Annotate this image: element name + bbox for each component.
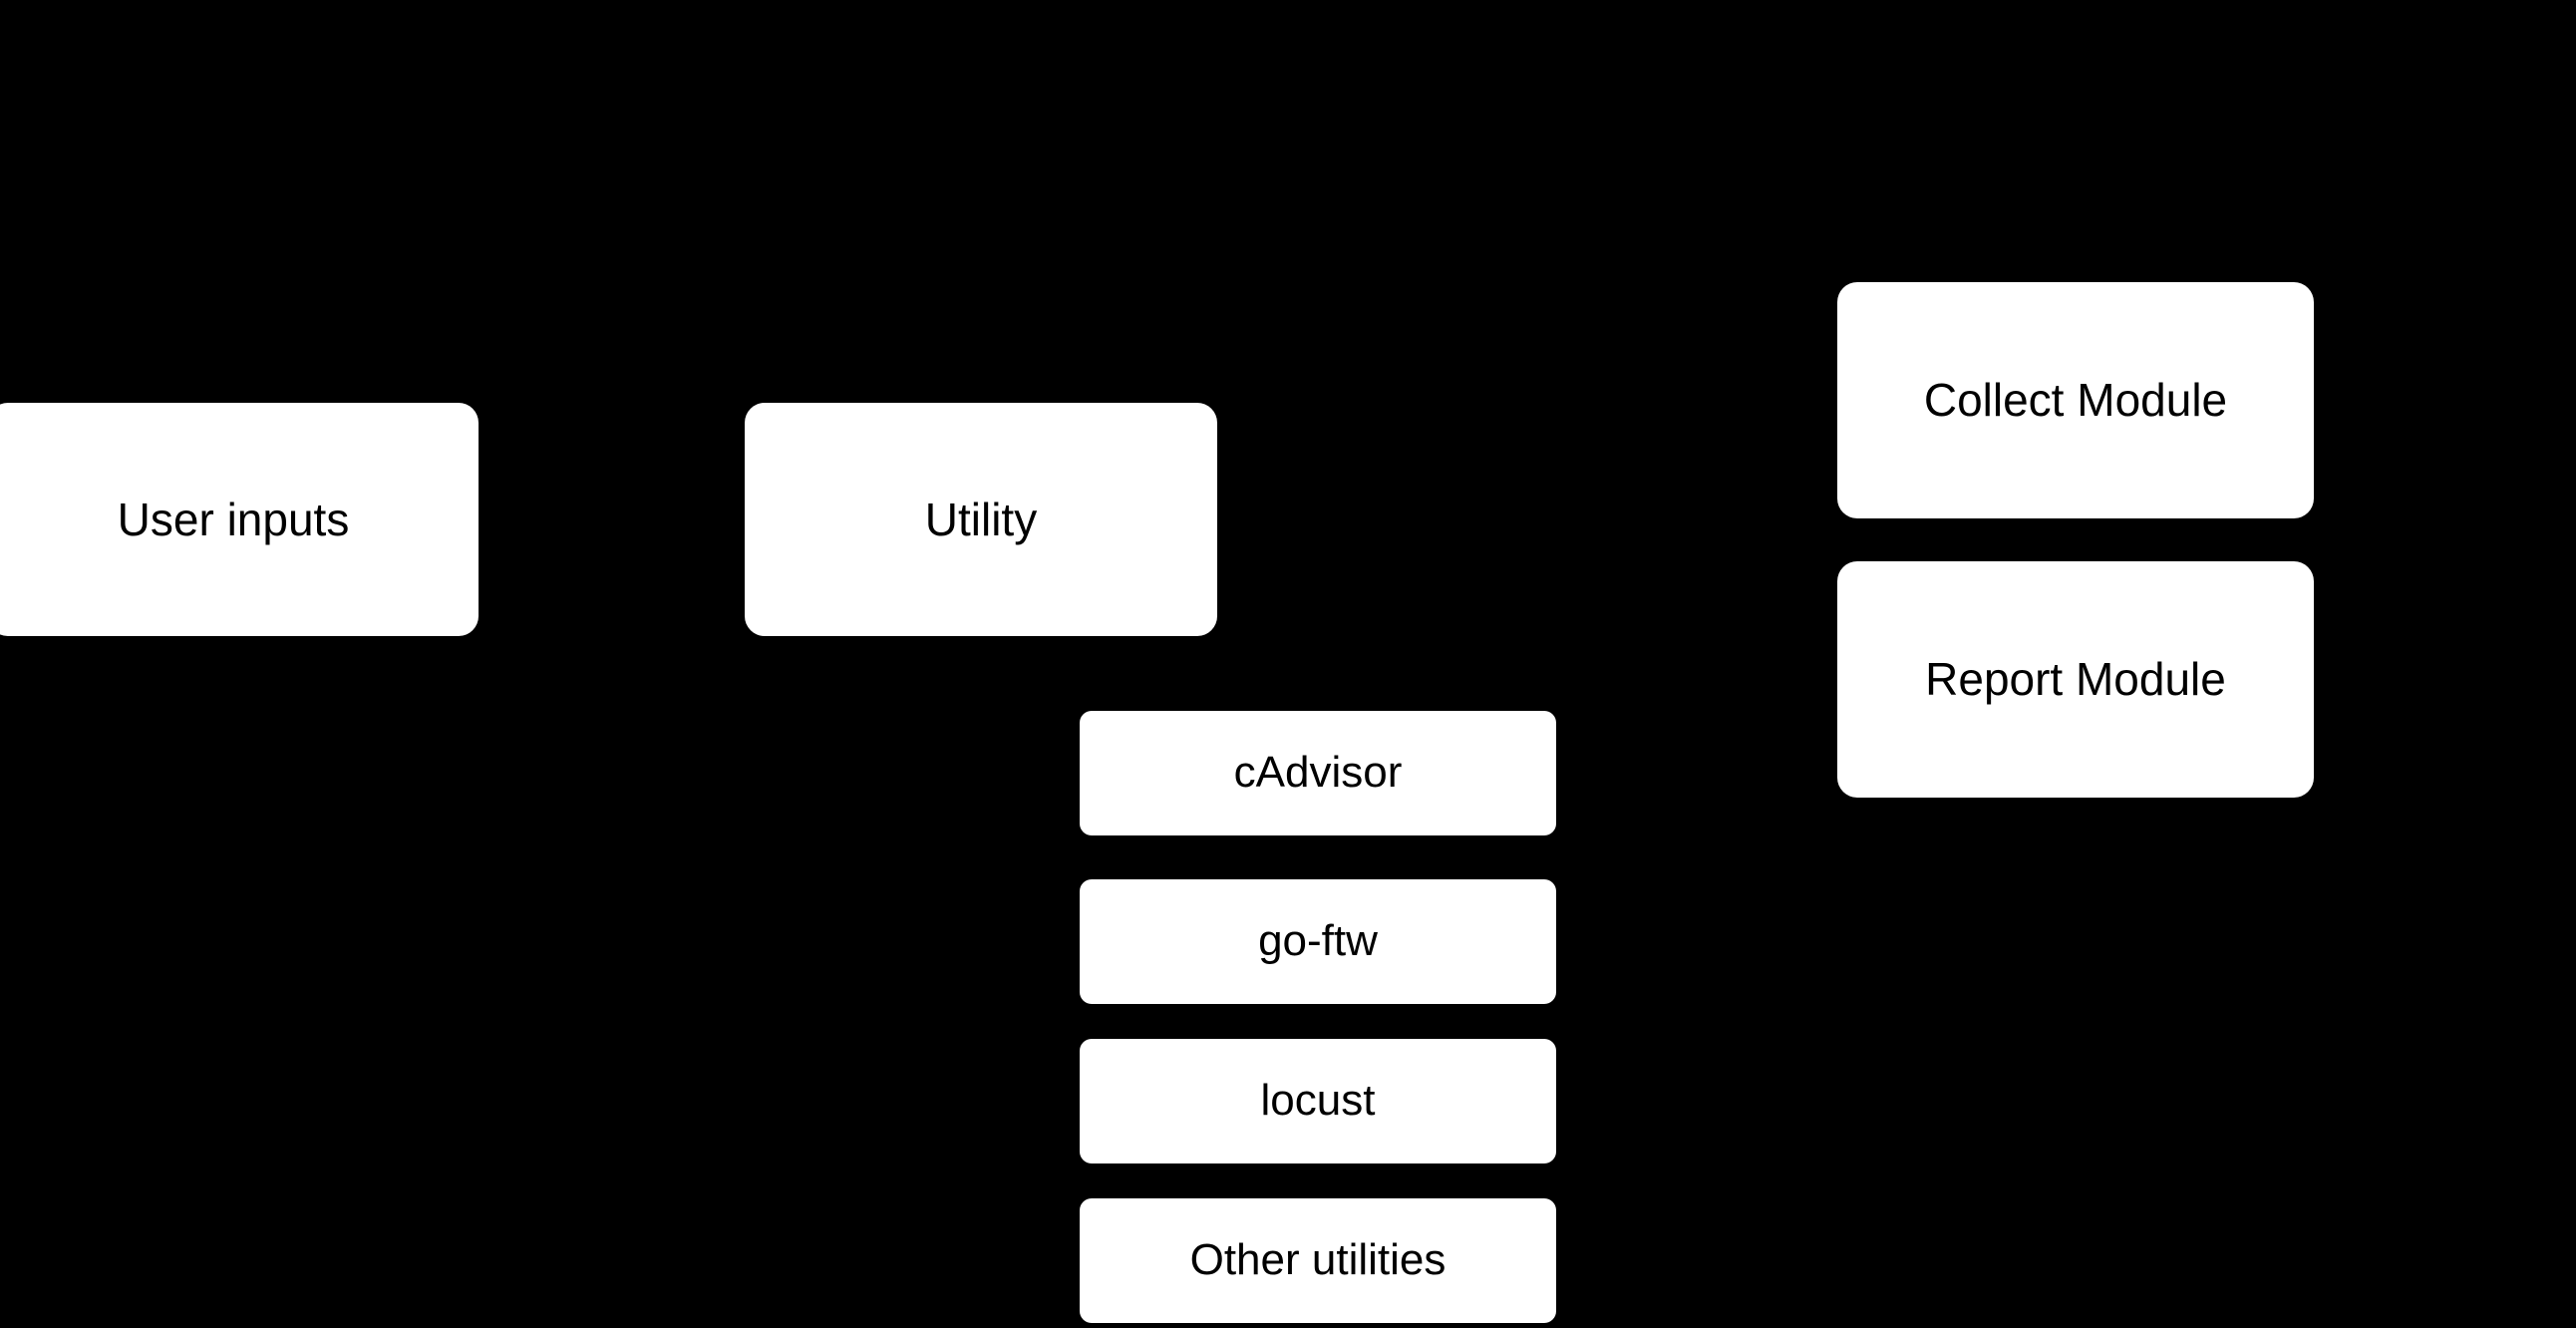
node-report-module[interactable]: Report Module [1837, 561, 2314, 798]
node-locust-label: locust [1260, 1076, 1376, 1126]
node-utility[interactable]: Utility [745, 403, 1217, 636]
node-utility-label: Utility [924, 493, 1038, 545]
node-cadvisor-label: cAdvisor [1233, 748, 1403, 798]
node-user-inputs-label: User inputs [117, 493, 350, 545]
node-collect-module[interactable]: Collect Module [1837, 282, 2314, 518]
node-report-module-label: Report Module [1925, 653, 2226, 706]
node-cadvisor[interactable]: cAdvisor [1080, 711, 1556, 835]
node-other-utilities-label: Other utilities [1189, 1235, 1447, 1285]
node-other-utilities[interactable]: Other utilities [1080, 1198, 1556, 1323]
node-user-inputs[interactable]: User inputs [0, 403, 479, 636]
node-go-ftw-label: go-ftw [1258, 916, 1378, 966]
node-locust[interactable]: locust [1080, 1039, 1556, 1163]
node-collect-module-label: Collect Module [1923, 374, 2228, 427]
node-go-ftw[interactable]: go-ftw [1080, 879, 1556, 1004]
